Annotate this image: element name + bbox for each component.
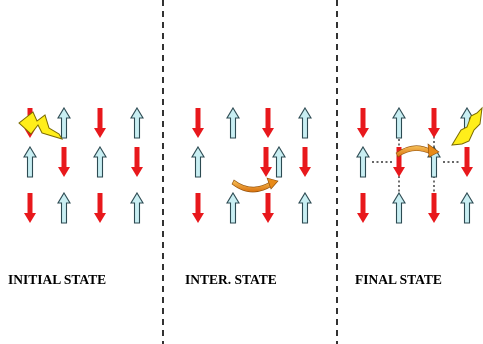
spin-down-arrow-icon [94, 193, 106, 223]
spin-up-arrow-icon [130, 191, 144, 224]
spin-down-arrow-icon [192, 193, 204, 223]
spin-up-arrow-icon [226, 106, 240, 139]
hop-arrow-shape [231, 179, 273, 193]
spin-down-arrow-icon [461, 147, 473, 177]
lightning-icon [451, 106, 483, 146]
spin-grid-final [356, 106, 474, 224]
spin-up-arrow-icon [130, 106, 144, 139]
lightning-bolt-shape [18, 111, 64, 140]
spin-down-arrow-icon [192, 108, 204, 138]
lightning-bolt-shape [451, 106, 483, 146]
spin-down-arrow-icon [94, 108, 106, 138]
spin-down-arrow-icon [24, 193, 36, 223]
spin-up-arrow-icon [298, 106, 312, 139]
lightning-icon [18, 111, 64, 140]
hop-arrow-head [266, 177, 279, 190]
final-state-label: FINAL STATE [355, 272, 442, 287]
spin-down-arrow-icon [393, 147, 405, 177]
spin-down-arrow-icon [299, 147, 311, 177]
spin-down-arrow-icon [357, 108, 369, 138]
initial-state-label: INITIAL STATE [8, 272, 107, 287]
spin-up-arrow-icon [272, 145, 286, 178]
spin-down-arrow-icon [262, 108, 274, 138]
intermediate-state-label: INTER. STATE [185, 272, 277, 287]
spin-up-arrow-icon [392, 106, 406, 139]
spin-down-arrow-icon [428, 108, 440, 138]
spin-up-arrow-icon [298, 191, 312, 224]
spin-up-arrow-icon [191, 145, 205, 178]
spin-down-arrow-icon [357, 193, 369, 223]
hop-arrow-icon [231, 177, 279, 193]
spin-grid-intermediate [191, 106, 312, 224]
spin-up-arrow-icon [226, 191, 240, 224]
spin-up-arrow-icon [392, 191, 406, 224]
hop-arrow-head [427, 143, 440, 158]
spin-down-arrow-icon [58, 147, 70, 177]
spin-up-arrow-icon [23, 145, 37, 178]
hop-arrow-icon [395, 143, 440, 158]
spin-up-arrow-icon [93, 145, 107, 178]
final-state-panel [356, 106, 483, 224]
spin-down-arrow-icon [428, 193, 440, 223]
dotted-bond-lines [372, 130, 460, 192]
spin-up-arrow-icon [460, 191, 474, 224]
spin-down-arrow-icon [131, 147, 143, 177]
spin-down-arrow-icon [260, 147, 272, 177]
spin-up-arrow-icon [356, 145, 370, 178]
intermediate-state-panel [191, 106, 312, 224]
spin-grid-initial [23, 106, 144, 224]
initial-state-panel [18, 106, 144, 224]
spin-up-arrow-icon [57, 191, 71, 224]
spin-up-arrow-icon [57, 106, 71, 139]
spin-down-arrow-icon [262, 193, 274, 223]
